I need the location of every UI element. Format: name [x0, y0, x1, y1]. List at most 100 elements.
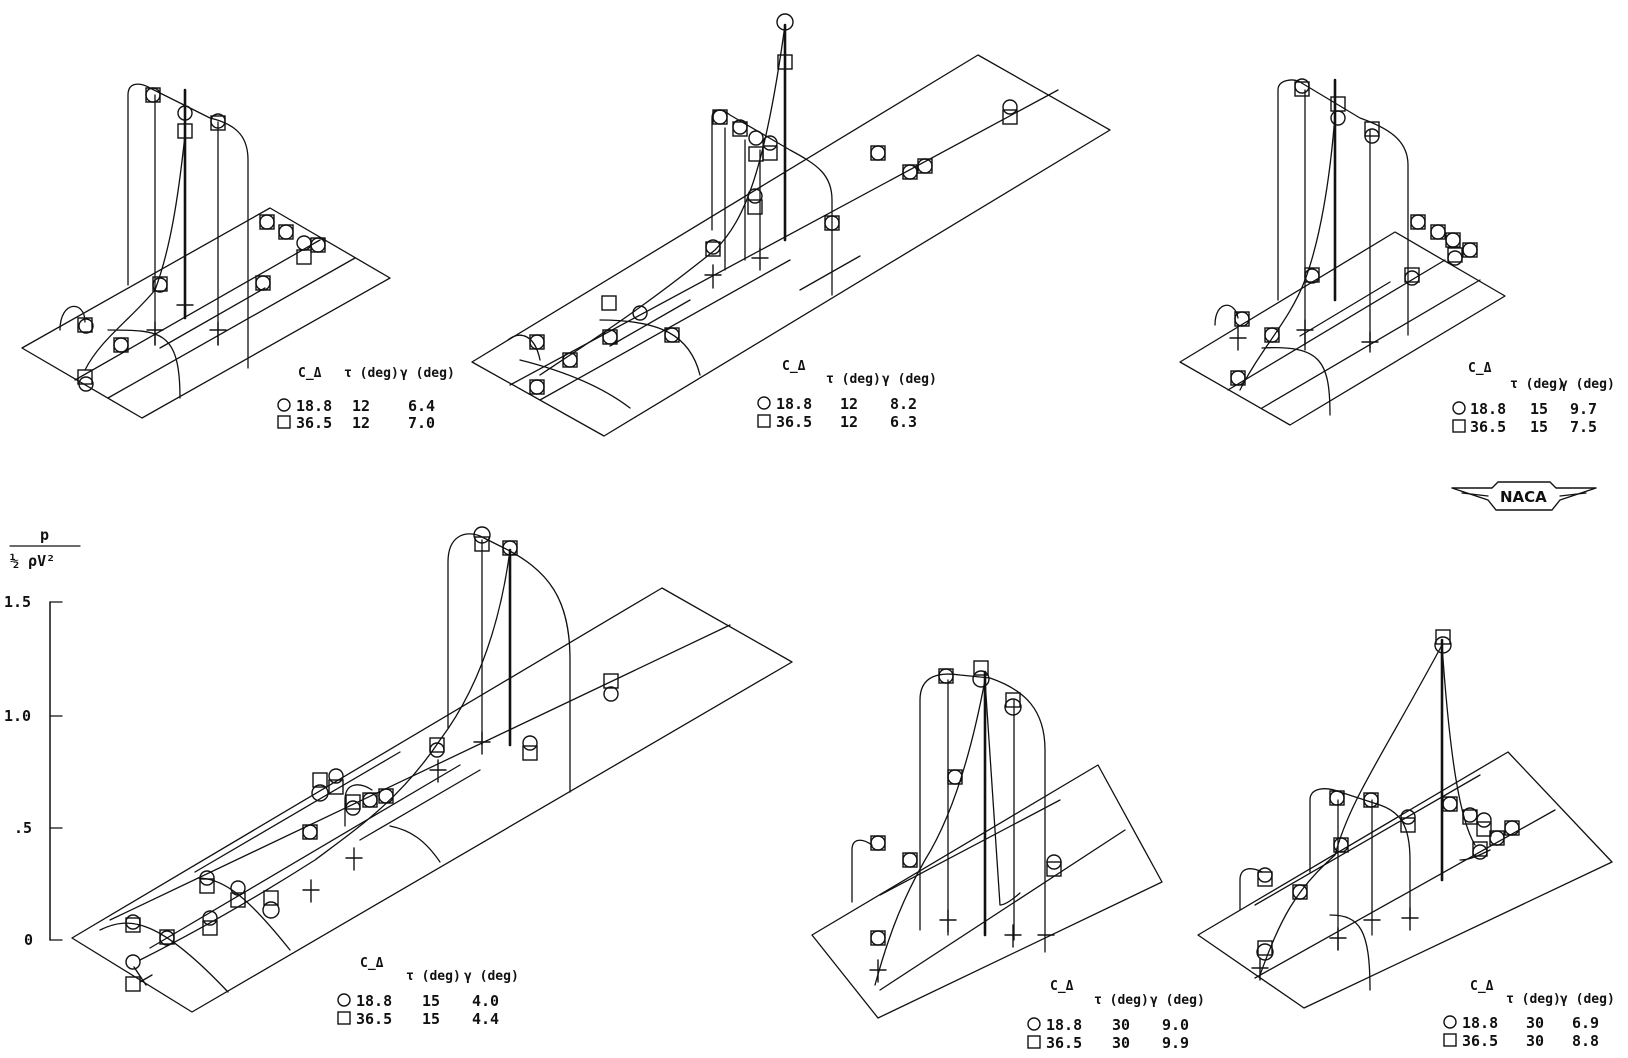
square-symbol	[277, 415, 291, 429]
legend-e-r2-t: 30	[1112, 1034, 1130, 1052]
panel-e-envelope	[851, 670, 1046, 986]
panel-a-ticks	[146, 304, 227, 346]
y-axis-label-den: ½ ρV²	[10, 552, 55, 570]
legend-e-col2: τ (deg)	[1094, 993, 1149, 1008]
legend-e-col1: C_Δ	[1050, 979, 1074, 994]
legend-f-r2-c: 36.5	[1462, 1032, 1498, 1050]
square-symbol	[337, 1011, 351, 1025]
panel-d-base-plane	[71, 587, 793, 1013]
panel-a-envelope	[59, 83, 249, 399]
y-axis: p ½ ρV² 1.5 1.0 .5 0	[4, 526, 81, 949]
legend-a-col3: γ (deg)	[400, 366, 455, 381]
legend-a-col2: τ (deg)	[344, 366, 399, 381]
panel-f-ticks	[1251, 907, 1419, 981]
panel-a: C_Δ τ (deg) γ (deg) 18.8 12 6.4 36.5 12 …	[21, 83, 455, 432]
square-symbol	[757, 414, 771, 428]
panel-e-base-plane	[811, 764, 1163, 1019]
legend-f-r1-t: 30	[1526, 1014, 1544, 1032]
legend-e-r1-c: 18.8	[1046, 1016, 1082, 1034]
panel-e: C_Δ τ (deg) γ (deg) 18.8 30 9.0 36.5 30 …	[811, 660, 1205, 1052]
legend-c-col3: γ (deg)	[1560, 377, 1615, 392]
legend-c-r1-c: 18.8	[1470, 400, 1506, 418]
panel-d-points	[125, 526, 619, 992]
panel-d-envelope	[99, 533, 571, 993]
legend-c-r2-g: 7.5	[1570, 418, 1597, 436]
legend-d-col3: γ (deg)	[464, 969, 519, 984]
panel-d-ticks	[133, 731, 491, 986]
y-tick-1.0: 1.0	[4, 707, 31, 725]
circle-symbol	[337, 993, 351, 1007]
legend-a-r2-g: 7.0	[408, 414, 435, 432]
square-symbol	[1452, 419, 1466, 433]
legend-f-col2: τ (deg)	[1506, 992, 1561, 1007]
legend-c-r1-t: 15	[1530, 400, 1548, 418]
panel-b-ticks	[704, 247, 769, 289]
legend-e-r1-g: 9.0	[1162, 1016, 1189, 1034]
legend-c-r2-c: 36.5	[1470, 418, 1506, 436]
square-symbol	[1443, 1033, 1457, 1047]
panel-c-points	[1230, 78, 1478, 386]
legend-c-col1: C_Δ	[1468, 361, 1492, 376]
panel-d-legend: C_Δ τ (deg) γ (deg) 18.8 15 4.0 36.5 15 …	[337, 956, 519, 1028]
legend-b-r1-c: 18.8	[776, 395, 812, 413]
legend-d-r1-t: 15	[422, 992, 440, 1010]
y-tick-0: 0	[24, 931, 33, 949]
legend-b-col3: γ (deg)	[882, 372, 937, 387]
square-symbol	[1027, 1035, 1041, 1049]
panel-b: C_Δ τ (deg) γ (deg) 18.8 12 8.2 36.5 12 …	[471, 13, 1111, 437]
legend-d-r1-c: 18.8	[356, 992, 392, 1010]
legend-a-r2-t: 12	[352, 414, 370, 432]
legend-f-r1-c: 18.8	[1462, 1014, 1498, 1032]
circle-symbol	[757, 396, 771, 410]
y-tick-0.5: .5	[14, 819, 32, 837]
panel-a-points	[77, 87, 326, 392]
panel-c-legend: C_Δ τ (deg) γ (deg) 18.8 15 9.7 36.5 15 …	[1452, 361, 1615, 436]
legend-a-r1-c: 18.8	[296, 397, 332, 415]
legend-d-r2-t: 15	[422, 1010, 440, 1028]
circle-symbol	[1443, 1015, 1457, 1029]
legend-d-r2-g: 4.4	[472, 1010, 499, 1028]
legend-c-col2: τ (deg)	[1510, 377, 1565, 392]
panel-f-legend: C_Δ τ (deg) γ (deg) 18.8 30 6.9 36.5 30 …	[1443, 979, 1615, 1050]
legend-d-r2-c: 36.5	[356, 1010, 392, 1028]
legend-f-col1: C_Δ	[1470, 979, 1494, 994]
legend-b-col1: C_Δ	[782, 359, 806, 374]
legend-a-r1-g: 6.4	[408, 397, 435, 415]
legend-b-r2-c: 36.5	[776, 413, 812, 431]
legend-f-r2-g: 8.8	[1572, 1032, 1599, 1050]
panel-f-points	[1256, 629, 1520, 961]
panel-e-ticks	[869, 909, 1055, 983]
panel-b-points	[529, 13, 1018, 395]
y-tick-1.5: 1.5	[4, 593, 31, 611]
legend-c-r2-t: 15	[1530, 418, 1548, 436]
legend-d-col2: τ (deg)	[406, 969, 461, 984]
legend-e-r2-g: 9.9	[1162, 1034, 1189, 1052]
panel-e-points	[870, 660, 1062, 946]
panel-b-envelope	[507, 23, 833, 409]
panel-e-legend: C_Δ τ (deg) γ (deg) 18.8 30 9.0 36.5 30 …	[1027, 979, 1205, 1052]
legend-e-r1-t: 30	[1112, 1016, 1130, 1034]
panel-d: C_Δ τ (deg) γ (deg) 18.8 15 4.0 36.5 15 …	[71, 526, 793, 1028]
panel-c-base-plane	[1179, 231, 1506, 426]
legend-c-r1-g: 9.7	[1570, 400, 1597, 418]
legend-b-r1-t: 12	[840, 395, 858, 413]
panel-a-base-plane	[21, 207, 391, 419]
legend-f-col3: γ (deg)	[1560, 992, 1615, 1007]
circle-symbol	[277, 398, 291, 412]
legend-f-r1-g: 6.9	[1572, 1014, 1599, 1032]
panel-b-legend: C_Δ τ (deg) γ (deg) 18.8 12 8.2 36.5 12 …	[757, 359, 937, 431]
legend-e-col3: γ (deg)	[1150, 993, 1205, 1008]
naca-logo-text: NACA	[1500, 488, 1547, 506]
naca-logo: NACA	[1451, 481, 1597, 511]
panel-a-legend: C_Δ τ (deg) γ (deg) 18.8 12 6.4 36.5 12 …	[277, 366, 455, 432]
legend-a-col1: C_Δ	[298, 366, 322, 381]
legend-f-r2-t: 30	[1526, 1032, 1544, 1050]
legend-a-r2-c: 36.5	[296, 414, 332, 432]
y-axis-label-num: p	[40, 526, 49, 544]
legend-d-r1-g: 4.0	[472, 992, 499, 1010]
legend-b-r1-g: 8.2	[890, 395, 917, 413]
panel-f: C_Δ τ (deg) γ (deg) 18.8 30 6.9 36.5 30 …	[1197, 629, 1615, 1050]
legend-a-r1-t: 12	[352, 397, 370, 415]
panel-c-ticks	[1229, 319, 1379, 353]
